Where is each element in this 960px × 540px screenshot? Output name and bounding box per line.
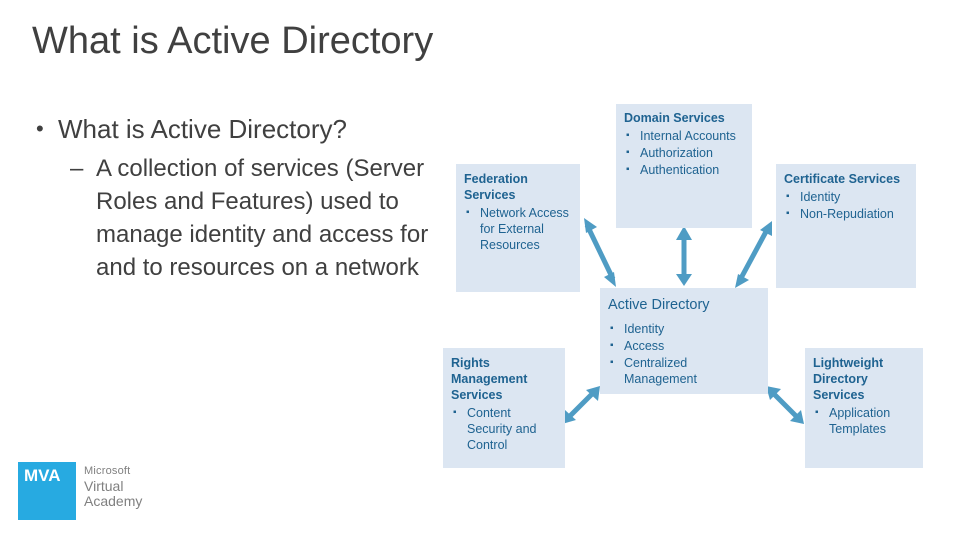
box-item-list: ▪ Application Templates (813, 405, 915, 437)
bullet-icon: ▪ (610, 340, 614, 351)
list-item-label: Identity (624, 322, 665, 336)
list-item-label: Authorization (640, 146, 713, 160)
list-item: ▪ Centralized Management (608, 355, 760, 387)
page-title: What is Active Directory (32, 20, 434, 62)
list-item: ▪ Application Templates (813, 405, 915, 437)
bullet-icon: ▪ (626, 130, 630, 141)
list-item: ▪ Non-Repudiation (784, 206, 908, 222)
arrow-ad-to-lightweight (762, 382, 810, 428)
arrow-federation-to-ad (580, 215, 622, 293)
box-item-list: ▪ Identity ▪ Access ▪ Centralized Managemen… (608, 321, 760, 387)
bullet-icon: ▪ (626, 164, 630, 175)
mva-wordmark: Microsoft Virtual Academy (84, 462, 142, 509)
bullet-level2: – A collection of services (Server Roles… (24, 152, 464, 284)
box-header: Certificate Services (784, 172, 901, 186)
bullet-marker-icon: • (36, 116, 44, 141)
box-header: Active Directory (608, 297, 710, 313)
diagram-box-rights-management-services[interactable]: Rights Management Services ▪ Content Secu… (443, 348, 565, 468)
bullet-level2-label: A collection of services (Server Roles a… (96, 155, 429, 281)
bullet-icon: ▪ (786, 191, 790, 202)
diagram-box-domain-services[interactable]: Domain Services ▪ Internal Accounts ▪ Auth… (616, 104, 752, 228)
bullet-icon: ▪ (453, 407, 457, 418)
list-item: ▪ Authorization (624, 145, 744, 161)
diagram-box-federation-services[interactable]: Federation Services ▪ Network Access for … (456, 164, 580, 292)
list-item: ▪ Access (608, 338, 760, 354)
box-header: Rights Management Services (451, 356, 528, 402)
list-item: ▪ Network Access for External Resources (464, 205, 572, 253)
diagram-box-active-directory[interactable]: Active Directory ▪ Identity ▪ Access ▪ Cent… (600, 288, 768, 394)
list-item-label: Centralized Management (624, 356, 697, 386)
list-item-label: Non-Repudiation (800, 207, 894, 221)
diagram-box-certificate-services[interactable]: Certificate Services ▪ Identity ▪ Non-Repu… (776, 164, 916, 288)
dash-marker-icon: – (70, 155, 84, 182)
list-item-label: Network Access for External Resources (480, 206, 569, 252)
arrow-certificate-to-ad (728, 218, 776, 292)
list-item-label: Authentication (640, 163, 720, 177)
diagram-box-lightweight-directory-services[interactable]: Lightweight Directory Services ▪ Applicat… (805, 348, 923, 468)
list-item-label: Identity (800, 190, 841, 204)
box-item-list: ▪ Identity ▪ Non-Repudiation (784, 189, 908, 222)
box-header: Domain Services (624, 111, 725, 125)
bullet-level1-label: What is Active Directory? (58, 114, 347, 144)
mva-line-academy: Academy (84, 493, 143, 509)
bullet-icon: ▪ (610, 357, 614, 368)
box-item-list: ▪ Content Security and Control (451, 405, 557, 453)
list-item: ▪ Authentication (624, 162, 744, 178)
list-item-label: Application Templates (829, 406, 891, 436)
mva-badge: MVA (18, 462, 76, 520)
bullet-level1: • What is Active Directory? (24, 112, 464, 146)
bullet-icon: ▪ (786, 208, 790, 219)
list-item: ▪ Content Security and Control (451, 405, 557, 453)
list-item: ▪ Identity (784, 189, 908, 205)
bullet-icon: ▪ (626, 147, 630, 158)
mva-line-microsoft: Microsoft (84, 465, 131, 477)
body-text-block: • What is Active Directory? – A collecti… (24, 112, 464, 284)
arrow-domain-to-ad (672, 224, 696, 290)
box-header: Lightweight Directory Services (813, 356, 884, 402)
arrow-rights-to-ad (558, 382, 606, 428)
bullet-icon: ▪ (610, 323, 614, 334)
bullet-icon: ▪ (466, 207, 470, 218)
list-item-label: Internal Accounts (640, 129, 736, 143)
mva-line-virtual: Virtual (84, 478, 124, 494)
list-item: ▪ Internal Accounts (624, 128, 744, 144)
box-item-list: ▪ Network Access for External Resources (464, 205, 572, 253)
mva-logo: MVA Microsoft Virtual Academy (18, 462, 142, 520)
list-item: ▪ Identity (608, 321, 760, 337)
bullet-icon: ▪ (815, 407, 819, 418)
list-item-label: Access (624, 339, 665, 353)
box-item-list: ▪ Internal Accounts ▪ Authorization ▪ Authe… (624, 128, 744, 178)
list-item-label: Content Security and Control (467, 406, 537, 452)
box-header: Federation Services (464, 172, 528, 202)
